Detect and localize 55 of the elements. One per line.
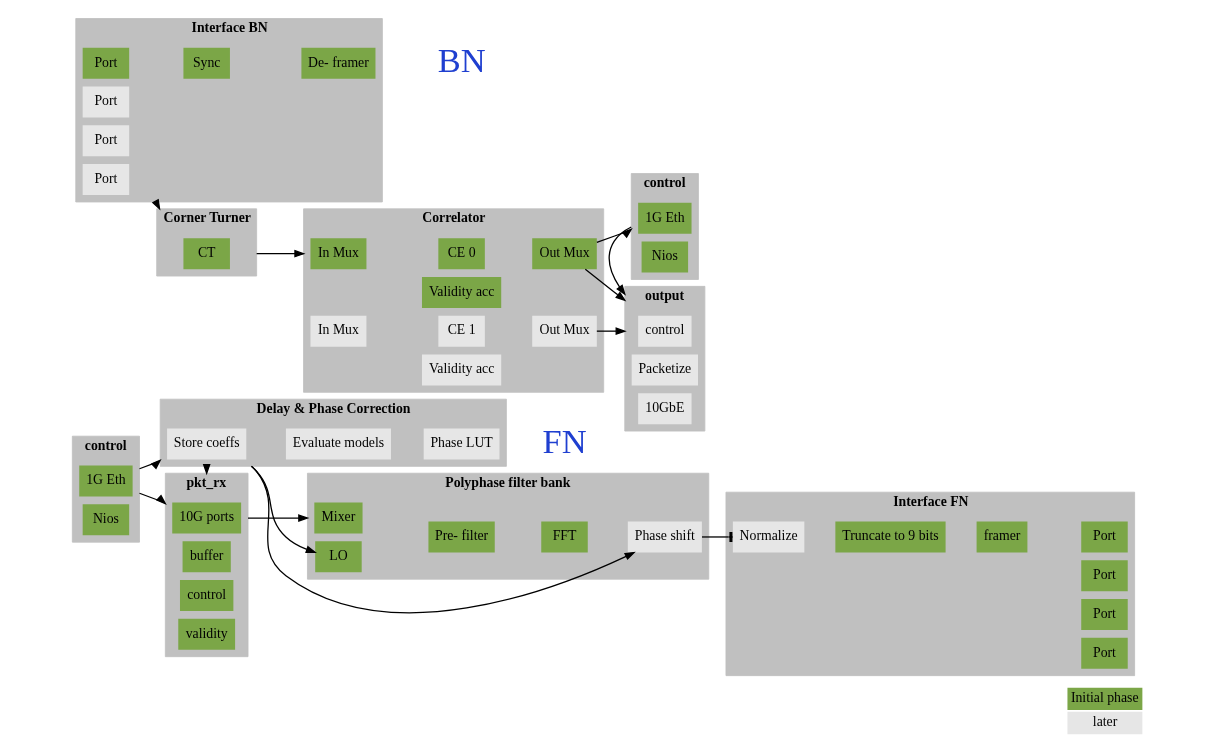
node-box: Port <box>1081 599 1128 630</box>
node-box: control <box>180 580 234 612</box>
node-box: validity <box>178 618 236 650</box>
node-box: Port <box>1081 560 1128 592</box>
arrow <box>138 492 167 506</box>
node-box: De- framer <box>301 47 376 79</box>
node-box: FFT <box>541 521 588 553</box>
node-box: Out Mux <box>532 315 597 347</box>
node-box: Phase LUT <box>423 428 500 460</box>
node-box: buffer <box>182 541 231 573</box>
legend-label: later <box>1092 714 1118 730</box>
node-box: Validity acc <box>422 276 502 308</box>
node-box: In Mux <box>310 238 367 270</box>
node-box: 1G Eth <box>638 202 692 234</box>
node-box: Store coeffs <box>167 428 247 460</box>
arrow <box>596 327 627 336</box>
node-box: Truncate to 9 bits <box>835 521 946 553</box>
node-box: Port <box>1081 521 1128 553</box>
legend-label: Initial phase <box>1070 690 1139 706</box>
node-box: framer <box>976 521 1028 553</box>
node-box: Nios <box>82 504 130 536</box>
node-box: Port <box>82 86 130 118</box>
node-box: Mixer <box>314 502 363 534</box>
node-box: CT <box>183 238 230 270</box>
arrow <box>251 465 636 614</box>
node-box: In Mux <box>310 315 367 347</box>
arrow <box>138 458 162 470</box>
node-box: 1G Eth <box>79 465 133 497</box>
arrow <box>256 249 306 258</box>
node-box: Pre- filter <box>428 521 495 553</box>
arrow <box>250 465 317 553</box>
arrow <box>596 228 633 243</box>
node-box: CE 1 <box>438 315 485 347</box>
label: BN <box>437 40 486 79</box>
node-box: 10G ports <box>172 502 242 534</box>
arrow <box>608 226 632 296</box>
node-box: Phase shift <box>627 521 702 553</box>
node-box: Out Mux <box>532 238 597 270</box>
node-box: control <box>638 315 692 347</box>
node-box: 10GbE <box>638 393 692 425</box>
node-box: Validity acc <box>422 354 502 386</box>
label: FN <box>542 421 587 460</box>
node-box: Packetize <box>631 354 698 386</box>
node-box: Port <box>1081 637 1128 669</box>
node-box: Port <box>82 47 130 79</box>
node-box: Evaluate models <box>285 428 391 460</box>
node-box: LO <box>315 541 362 573</box>
arrow <box>584 268 627 302</box>
arrow <box>247 514 310 522</box>
node-box: Port <box>82 164 130 196</box>
node-box: Nios <box>641 241 689 273</box>
node-box: Sync <box>183 47 230 79</box>
node-box: Normalize <box>732 521 805 553</box>
node-box: Port <box>82 125 130 157</box>
node-box: CE 0 <box>438 238 485 270</box>
